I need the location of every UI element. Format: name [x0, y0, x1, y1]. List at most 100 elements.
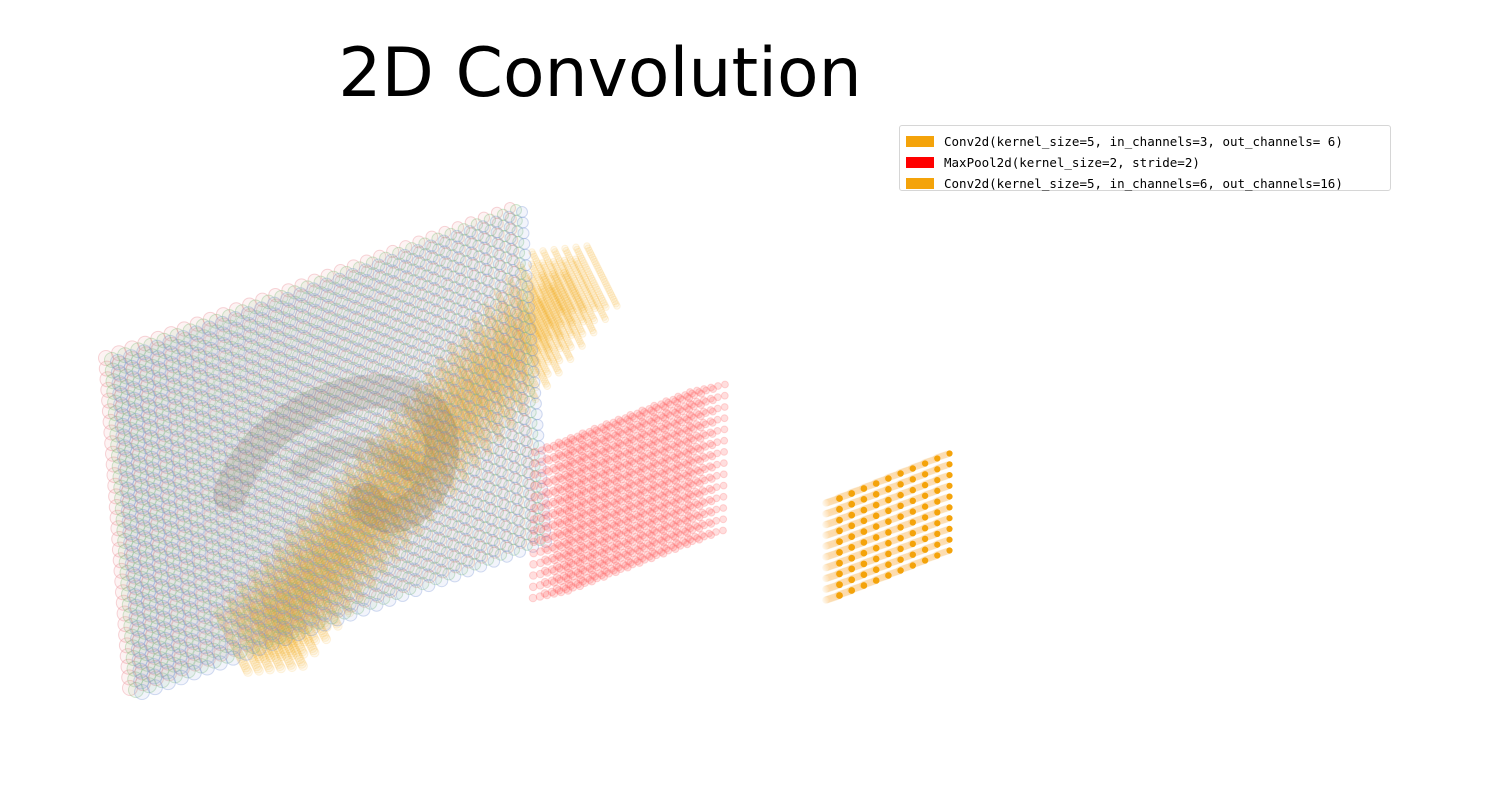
conv1-dot: [378, 425, 388, 435]
conv1-dot: [392, 489, 402, 499]
conv1-dot: [269, 609, 279, 619]
conv1-dot: [229, 602, 239, 613]
conv1-dot: [310, 582, 321, 593]
conv1-dot: [241, 591, 252, 602]
conv1-dot: [385, 438, 394, 448]
conv1-dot: [355, 525, 365, 535]
conv1-dot: [349, 514, 359, 524]
conv1-dot: [293, 547, 303, 557]
conv1-dot: [355, 489, 365, 499]
conv1-dot: [368, 514, 378, 524]
conv1-dot: [390, 412, 399, 421]
conv1-dot: [358, 494, 368, 504]
conv1-dot: [234, 649, 245, 660]
conv1-dot: [328, 507, 338, 517]
conv1-dot: [300, 525, 310, 535]
conv1-dot: [232, 609, 243, 620]
conv1-dot: [301, 600, 311, 610]
conv1-dot: [405, 443, 415, 452]
conv1-dot: [364, 469, 374, 479]
conv1-dot: [317, 523, 327, 533]
conv1-dot: [372, 449, 382, 459]
conv1-dot: [228, 638, 239, 648]
conv1-dot: [315, 556, 326, 566]
conv1-dot: [358, 531, 368, 541]
conv1-dot: [260, 629, 271, 640]
conv1-dot: [279, 593, 290, 604]
conv1-dot: [370, 445, 380, 455]
conv1-dot: [402, 436, 412, 446]
conv1-dot: [383, 507, 392, 517]
conv1-dot: [374, 454, 384, 464]
conv1-dot: [407, 410, 417, 419]
conv1-dot: [259, 553, 270, 564]
conv1-dot: [335, 485, 345, 495]
conv1-dot: [287, 662, 297, 673]
conv1-dot: [370, 483, 380, 492]
conv1-dot: [314, 516, 324, 526]
conv1-dot: [278, 554, 288, 564]
conv1-dot: [318, 560, 328, 570]
conv1-dot: [286, 534, 296, 544]
conv1-dot: [271, 540, 281, 550]
conv1-dot: [384, 436, 393, 446]
conv1-dot: [242, 629, 253, 640]
conv1-dot: [301, 527, 311, 537]
conv1-dot: [317, 558, 327, 568]
conv1-dot: [252, 576, 263, 586]
conv1-dot: [338, 527, 348, 537]
conv1-dot: [340, 531, 350, 541]
conv1-dot: [254, 653, 265, 664]
conv1-dot: [306, 574, 316, 584]
conv1-dot: [254, 616, 264, 626]
conv1-dot: [213, 607, 223, 617]
conv1-dot: [225, 631, 236, 642]
conv1-dot: [400, 432, 409, 441]
conv1-dot: [223, 627, 233, 637]
conv1-dot: [224, 629, 235, 640]
conv1-dot: [341, 534, 351, 544]
conv1-dot: [289, 540, 300, 550]
conv1-dot: [272, 542, 282, 553]
conv1-dot: [249, 642, 259, 653]
conv1-dot: [369, 516, 379, 526]
conv1-dot: [298, 558, 308, 568]
conv1-dot: [304, 569, 314, 579]
conv1-dot: [321, 567, 331, 577]
conv1-dot: [328, 545, 338, 555]
conv1-dot: [238, 658, 249, 668]
conv1-dot: [217, 616, 228, 626]
conv1-dot: [291, 580, 301, 590]
conv1-dot: [365, 436, 375, 446]
conv1-dot: [247, 638, 257, 648]
conv1-dot: [230, 642, 241, 653]
conv1-dot: [283, 600, 293, 611]
conv1-dot: [404, 476, 413, 486]
conv1-dot: [250, 644, 261, 655]
conv1-dot: [334, 556, 344, 566]
conv1-dot: [335, 558, 345, 568]
conv1-dot: [254, 665, 264, 676]
conv1-dot: [275, 549, 286, 559]
conv1-dot: [387, 443, 397, 452]
conv1-dot: [354, 449, 364, 459]
conv1-dot: [359, 496, 369, 506]
conv1-dot: [283, 527, 293, 537]
conv1-dot: [271, 578, 282, 588]
conv1-dot: [329, 474, 339, 484]
conv1-dot: [309, 647, 320, 658]
conv1-dot: [357, 529, 367, 539]
conv1-dot: [364, 434, 374, 444]
conv1-dot: [414, 461, 424, 470]
conv1-dot: [298, 661, 308, 671]
conv1-dot: [251, 573, 261, 584]
conv1-dot: [339, 494, 349, 504]
conv1-dot: [248, 604, 259, 615]
conv1-dot: [392, 416, 402, 426]
conv1-dot: [284, 567, 295, 577]
conv1-dot: [216, 613, 227, 624]
conv1-dot: [227, 598, 237, 608]
conv1-dot: [219, 620, 230, 631]
conv1-dot: [334, 483, 344, 493]
conv1-dot: [346, 507, 356, 517]
